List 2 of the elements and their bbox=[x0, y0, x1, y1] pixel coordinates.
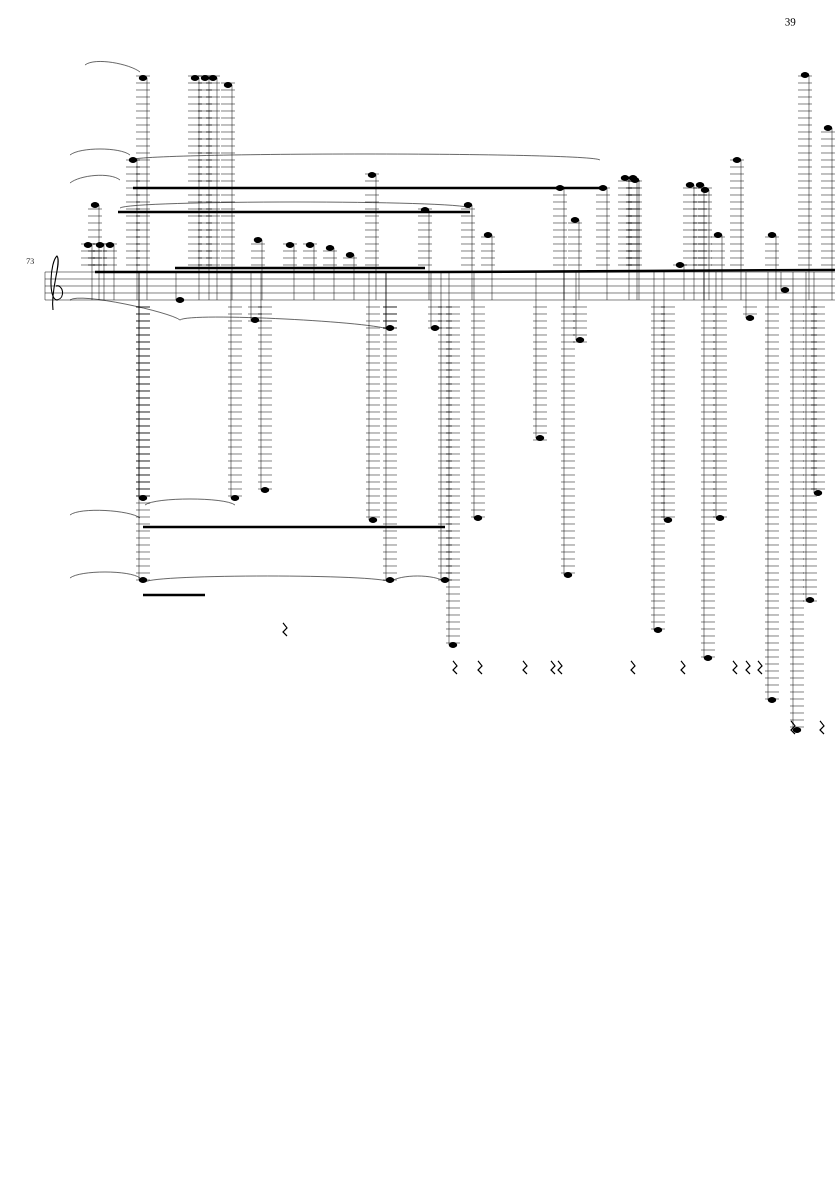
page-number: 39 bbox=[785, 18, 796, 26]
measure-number: 73 bbox=[26, 258, 34, 264]
